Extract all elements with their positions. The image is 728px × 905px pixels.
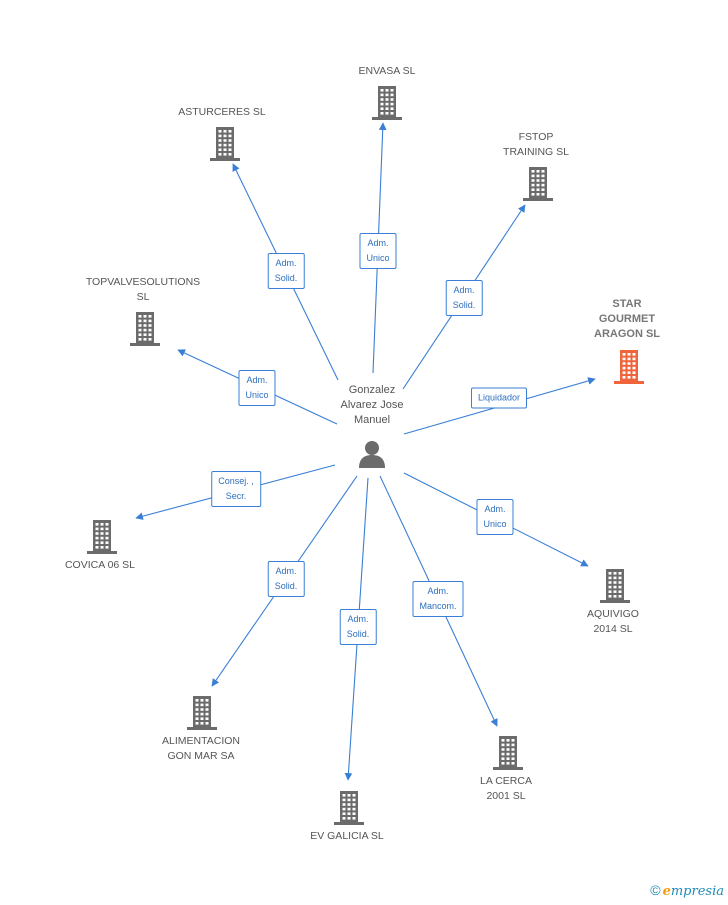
company-name: TOPVALVESOLUTIONS SL [78, 275, 208, 305]
company-name: LA CERCA 2001 SL [441, 774, 571, 804]
relation-label-line: Solid. [274, 581, 298, 591]
company-name-line: 2001 SL [486, 790, 526, 802]
relation-label-evgalicia[interactable]: Adm. Solid. [339, 609, 377, 645]
company-name: FSTOP TRAINING SL [471, 130, 601, 160]
relation-label-line: Unico [245, 390, 269, 400]
company-name-line: 2014 SL [593, 623, 633, 635]
company-name-line: ENVASA SL [358, 65, 416, 77]
relation-label-line: Adm. [275, 566, 297, 576]
person-name-line: Alvarez Jose [340, 399, 404, 411]
building-icon [493, 736, 523, 770]
relation-label-aquivigo[interactable]: Adm. Unico [476, 499, 514, 535]
relation-label-line: Unico [483, 519, 507, 529]
company-name-line: TOPVALVESOLUTIONS [85, 276, 201, 288]
building-icon [523, 167, 553, 201]
person-icon [359, 441, 385, 468]
building-icon [130, 312, 160, 346]
company-name-line: COVICA 06 SL [64, 559, 136, 571]
relation-label-line: Mancom. [419, 601, 457, 611]
company-name-line: FSTOP [518, 131, 554, 143]
company-name-line: STAR [612, 298, 642, 310]
person-name-line: Manuel [353, 414, 391, 426]
building-icon [210, 127, 240, 161]
relation-label-line: Adm. [347, 614, 369, 624]
person-name: Gonzalez Alvarez Jose Manuel [312, 383, 432, 428]
building-icon [87, 520, 117, 554]
building-icon [334, 791, 364, 825]
relation-label-fstop[interactable]: Adm. Solid. [445, 280, 483, 316]
building-icon [600, 569, 630, 603]
company-name: STAR GOURMET ARAGON SL [562, 297, 692, 342]
relation-label-covica[interactable]: Consej. , Secr. [211, 471, 261, 507]
relation-label-line: Adm. [367, 238, 389, 248]
relation-label-line: Adm. [427, 586, 449, 596]
building-icon [614, 350, 644, 384]
company-name-line: EV GALICIA SL [310, 830, 384, 842]
relation-label-star[interactable]: Liquidador [470, 387, 528, 409]
relation-label-line: Adm. [453, 285, 475, 295]
relation-label-alimentacion[interactable]: Adm. Solid. [267, 561, 305, 597]
company-name: AQUIVIGO 2014 SL [548, 607, 678, 637]
company-name: ASTURCERES SL [157, 105, 287, 120]
relation-label-asturceres[interactable]: Adm. Solid. [267, 253, 305, 289]
company-name-line: GOURMET [598, 313, 656, 325]
person-name-line: Gonzalez [348, 384, 396, 396]
company-name-line: LA CERCA [480, 775, 532, 787]
relation-label-topvalve[interactable]: Adm. Unico [238, 370, 276, 406]
relation-label-lacerca[interactable]: Adm. Mancom. [412, 581, 464, 617]
company-name: ALIMENTACION GON MAR SA [136, 734, 266, 764]
relation-label-line: Solid. [346, 629, 370, 639]
relation-label-line: Solid. [274, 273, 298, 283]
relation-label-line: Consej. , [218, 476, 254, 486]
company-name-line: ASTURCERES SL [178, 106, 266, 118]
relation-label-line: Adm. [246, 375, 268, 385]
company-name-line: AQUIVIGO [587, 608, 639, 620]
brand-watermark: ©empresia [650, 882, 724, 899]
relation-label-line: Adm. [484, 504, 506, 514]
building-icon [372, 86, 402, 120]
relation-label-line: Unico [366, 253, 390, 263]
brand-initial: e [662, 884, 671, 899]
copyright-icon: © [650, 882, 661, 898]
company-name-line: TRAINING SL [503, 146, 569, 158]
brand-name: mpresia [670, 884, 724, 899]
company-name-line: ARAGON SL [594, 328, 660, 340]
company-name: EV GALICIA SL [282, 829, 412, 844]
relation-label-envasa[interactable]: Adm. Unico [359, 233, 397, 269]
building-icon [187, 696, 217, 730]
company-name: ENVASA SL [322, 64, 452, 79]
company-name: COVICA 06 SL [35, 558, 165, 573]
relation-label-line: Adm. [275, 258, 297, 268]
company-name-line: ALIMENTACION [162, 735, 240, 747]
company-name-line: GON MAR SA [167, 750, 235, 762]
company-name-line: SL [136, 291, 150, 303]
relation-label-line: Solid. [452, 300, 476, 310]
relation-label-line: Liquidador [477, 392, 521, 403]
relation-label-line: Secr. [225, 491, 247, 501]
